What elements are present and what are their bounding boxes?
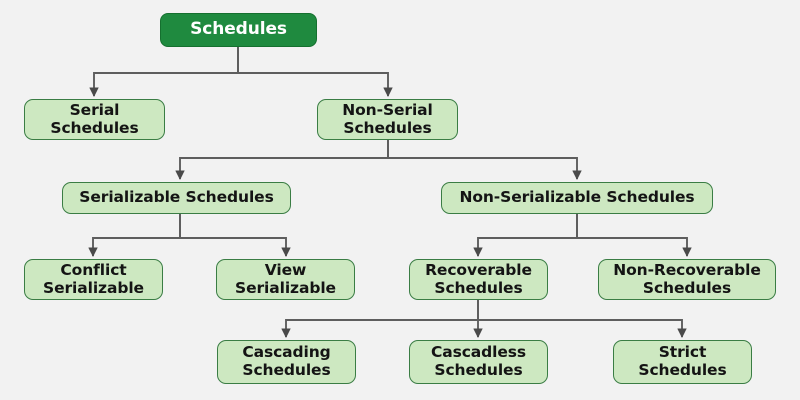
node-label: Non-Recoverable Schedules <box>613 260 761 297</box>
node-conflict-serializable[interactable]: Conflict Serializable <box>24 259 163 300</box>
node-schedules[interactable]: Schedules <box>160 13 317 47</box>
edge-root-non-serial <box>237 47 393 97</box>
edge-serializable-view <box>179 214 291 257</box>
node-serial-schedules[interactable]: Serial Schedules <box>24 99 165 140</box>
node-label: Cascading Schedules <box>242 343 331 379</box>
edge-root-serial <box>89 47 239 97</box>
node-recoverable-schedules[interactable]: Recoverable Schedules <box>409 259 548 300</box>
node-label: Cascadless Schedules <box>430 343 527 379</box>
node-serializable-schedules[interactable]: Serializable Schedules <box>62 182 291 214</box>
node-label: Schedules <box>190 19 287 40</box>
node-cascading-schedules[interactable]: Cascading Schedules <box>217 340 356 384</box>
edge-nonserializable-nonrecoverable <box>576 214 692 257</box>
node-label: Conflict Serializable <box>43 260 144 297</box>
node-label: Non-Serializable Schedules <box>459 188 695 207</box>
edge-nonserializable-recoverable <box>473 214 578 257</box>
edge-recoverable-cascading <box>281 300 479 338</box>
node-label: Non-Serial Schedules <box>342 100 433 137</box>
node-label: Serial Schedules <box>50 100 139 137</box>
node-non-serial-schedules[interactable]: Non-Serial Schedules <box>317 99 458 140</box>
node-strict-schedules[interactable]: Strict Schedules <box>613 340 752 384</box>
node-label: Strict Schedules <box>638 343 727 379</box>
edge-recoverable-strict <box>477 300 687 338</box>
node-label: Recoverable Schedules <box>425 260 532 297</box>
node-non-serializable-schedules[interactable]: Non-Serializable Schedules <box>441 182 713 214</box>
node-view-serializable[interactable]: View Serializable <box>216 259 355 300</box>
edge-nonserial-nonserializable <box>387 140 582 180</box>
node-label: View Serializable <box>235 260 336 297</box>
edge-serializable-conflict <box>88 214 181 257</box>
edge-nonserial-serializable <box>175 140 389 180</box>
node-label: Serializable Schedules <box>79 188 274 207</box>
node-non-recoverable-schedules[interactable]: Non-Recoverable Schedules <box>598 259 776 300</box>
node-cascadless-schedules[interactable]: Cascadless Schedules <box>409 340 548 384</box>
